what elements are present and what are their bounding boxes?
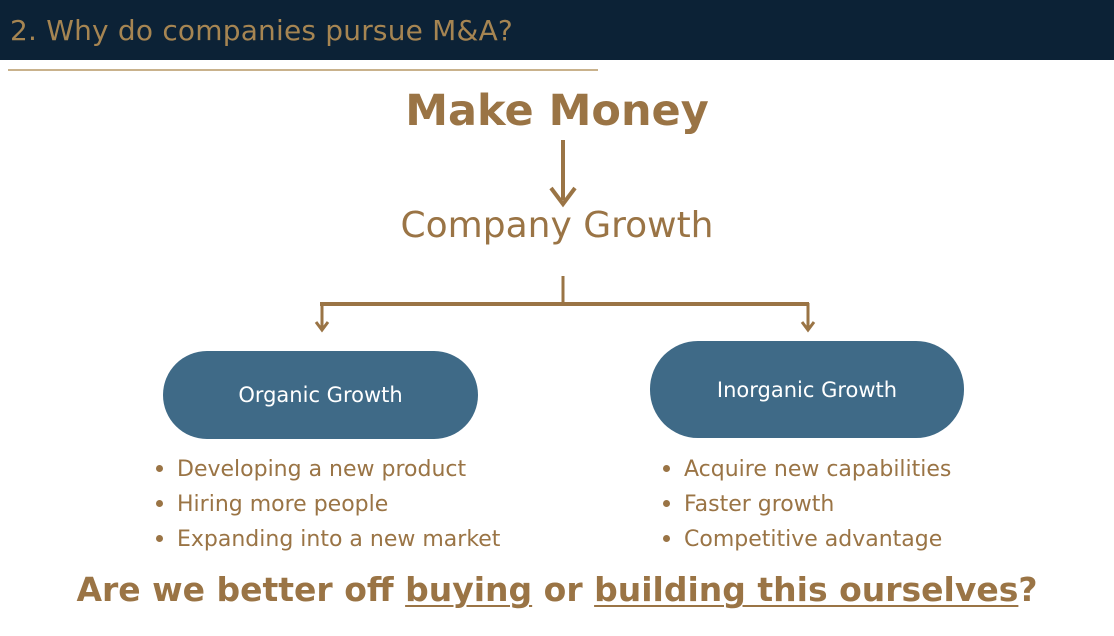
- inorganic-growth-list: Acquire new capabilities Faster growth C…: [663, 452, 951, 557]
- slide-title: 2. Why do companies pursue M&A?: [10, 14, 513, 47]
- bullet-dot-icon: [156, 499, 163, 507]
- bullet-dot-icon: [156, 534, 163, 542]
- list-item: Acquire new capabilities: [663, 452, 951, 487]
- title-underline-rule: [8, 69, 598, 71]
- arrow-down-head: [549, 186, 577, 208]
- organic-growth-list: Developing a new product Hiring more peo…: [156, 452, 500, 557]
- bullet-dot-icon: [663, 499, 670, 507]
- branch-left-arrowhead: [314, 321, 330, 333]
- bullet-dot-icon: [663, 464, 670, 472]
- list-item: Hiring more people: [156, 487, 500, 522]
- building-underlined: building this ourselves: [594, 570, 1019, 609]
- organic-growth-label: Organic Growth: [238, 383, 403, 407]
- header-bar: 2. Why do companies pursue M&A?: [0, 0, 1114, 60]
- organic-growth-node: Organic Growth: [163, 351, 478, 439]
- inorganic-growth-label: Inorganic Growth: [716, 377, 898, 402]
- list-item: Developing a new product: [156, 452, 500, 487]
- company-growth-heading: Company Growth: [400, 205, 714, 246]
- closing-question: Are we better off buying or building thi…: [76, 570, 1038, 609]
- list-item: Competitive advantage: [663, 522, 951, 557]
- bullet-dot-icon: [663, 534, 670, 542]
- list-item: Expanding into a new market: [156, 522, 500, 557]
- branch-right-arrowhead: [800, 321, 816, 333]
- inorganic-growth-node: Inorganic Growth: [650, 341, 964, 438]
- buying-underlined: buying: [405, 570, 533, 609]
- make-money-heading: Make Money: [405, 86, 709, 136]
- bullet-dot-icon: [156, 464, 163, 472]
- list-item: Faster growth: [663, 487, 951, 522]
